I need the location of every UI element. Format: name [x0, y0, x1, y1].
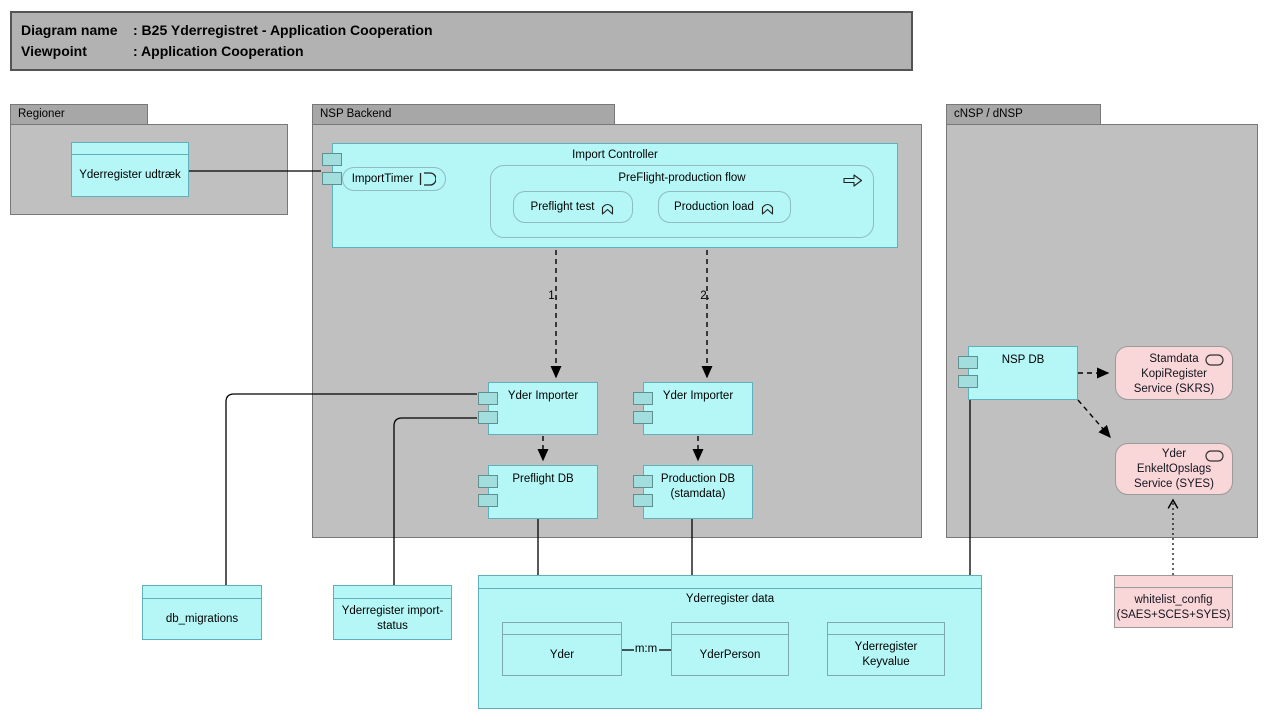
component-icon	[958, 375, 978, 388]
node-syes-service[interactable]: Yder EnkeltOpslags Service (SYES)	[1115, 443, 1233, 495]
node-db-migrations[interactable]: db_migrations	[142, 585, 262, 640]
node-whitelist-config[interactable]: whitelist_config (SAES+SCES+SYES)	[1114, 575, 1233, 628]
syes-label-line1: Yder	[1161, 448, 1187, 460]
node-yderregister-import-status[interactable]: Yderregister import- status	[333, 585, 452, 640]
yderregister-udtraek-label: Yderregister udtræk	[79, 169, 181, 181]
group-tab-nsp-backend[interactable]: NSP Backend	[312, 104, 615, 124]
service-icon	[1205, 354, 1224, 366]
node-nsp-db[interactable]: NSP DB	[958, 346, 1078, 400]
preflight-db-label: Preflight DB	[512, 473, 574, 485]
node-yder-importer-left[interactable]: Yder Importer	[478, 382, 598, 435]
node-yderperson-table[interactable]: YderPerson	[671, 622, 789, 676]
connector-db-migrations-to-yder-importer	[225, 393, 477, 585]
function-icon	[602, 203, 614, 215]
title-viewpoint-label: Viewpoint	[21, 43, 87, 59]
skrs-label-line3: Service (SKRS)	[1133, 383, 1215, 395]
db-migrations-header-compartment	[143, 586, 261, 599]
component-icon	[478, 392, 498, 405]
function-icon	[761, 203, 774, 215]
import-timer-label: ImportTimer	[351, 173, 414, 185]
connector-import-status-to-yder-importer	[393, 417, 477, 585]
skrs-label-line1: Stamdata	[1149, 353, 1199, 365]
component-icon	[478, 411, 498, 424]
keyvalue-header-compartment	[828, 623, 944, 635]
group-tab-cnsp-dnsp[interactable]: cNSP / dNSP	[946, 104, 1101, 124]
node-yderregister-udtraek[interactable]: Yderregister udtræk	[71, 142, 189, 197]
component-icon	[322, 153, 342, 166]
component-icon	[633, 392, 653, 405]
component-icon	[322, 172, 342, 185]
yderregister-data-header-compartment	[479, 576, 981, 589]
component-icon	[478, 475, 498, 488]
keyvalue-label-line2: Keyvalue	[862, 656, 910, 668]
import-status-label-line2: status	[377, 620, 408, 632]
skrs-label-line2: KopiRegister	[1141, 368, 1207, 380]
node-import-timer[interactable]: ImportTimer	[342, 167, 446, 191]
production-load-label: Production load	[674, 201, 754, 213]
syes-label-line2: EnkeltOpslags	[1136, 463, 1212, 475]
component-icon	[633, 411, 653, 424]
edge-label-step-2: 2.	[700, 290, 710, 302]
node-preflight-test[interactable]: Preflight test	[513, 191, 633, 223]
title-diagram-name-label: Diagram name	[21, 22, 118, 38]
node-preflight-db[interactable]: Preflight DB	[478, 465, 598, 519]
node-production-load[interactable]: Production load	[658, 191, 791, 223]
component-icon	[633, 475, 653, 488]
production-db-label-line2: (stamdata)	[670, 488, 726, 500]
service-icon	[1205, 450, 1224, 462]
db-migrations-label: db_migrations	[165, 612, 239, 625]
connector-nsp-db-to-syes	[1077, 399, 1111, 439]
import-status-label-line1: Yderregister import-	[341, 605, 444, 617]
component-icon	[478, 494, 498, 507]
keyvalue-label-line1: Yderregister	[854, 641, 918, 653]
whitelist-config-label-line2: (SAES+SCES+SYES)	[1116, 608, 1231, 621]
node-production-db[interactable]: Production DB (stamdata)	[633, 465, 753, 519]
component-icon	[958, 356, 978, 369]
syes-label-line3: Service (SYES)	[1134, 478, 1214, 490]
yder-label: Yder	[549, 648, 575, 661]
import-status-header-compartment	[334, 586, 451, 599]
yderperson-header-compartment	[672, 623, 788, 635]
yder-importer-right-label: Yder Importer	[662, 390, 734, 402]
component-icon	[633, 494, 653, 507]
node-yder-table[interactable]: Yder	[502, 622, 622, 676]
preflight-production-flow-label: PreFlight-production flow	[618, 172, 746, 184]
node-yderregister-keyvalue-table[interactable]: Yderregister Keyvalue	[827, 622, 945, 676]
title-box: Diagram name : B25 Yderregistret - Appli…	[10, 11, 913, 71]
yderregister-data-label: Yderregister data	[685, 593, 775, 605]
title-viewpoint-value: : Application Cooperation	[133, 43, 304, 59]
title-row-diagram-name: Diagram name : B25 Yderregistret - Appli…	[21, 20, 902, 41]
title-diagram-name-value: : B25 Yderregistret - Application Cooper…	[133, 22, 433, 38]
yderperson-label: YderPerson	[699, 648, 761, 661]
nsp-db-label: NSP DB	[1001, 354, 1045, 366]
yder-importer-left-label: Yder Importer	[507, 390, 579, 402]
group-tab-regioner[interactable]: Regioner	[10, 104, 148, 124]
node-yder-importer-right[interactable]: Yder Importer	[633, 382, 753, 435]
preflight-test-label: Preflight test	[530, 201, 595, 213]
whitelist-config-header-compartment	[1115, 576, 1232, 588]
process-arrow-icon	[843, 174, 863, 187]
yder-header-compartment	[503, 623, 621, 635]
title-row-viewpoint: Viewpoint : Application Cooperation	[21, 41, 902, 62]
node-skrs-service[interactable]: Stamdata KopiRegister Service (SKRS)	[1115, 346, 1233, 400]
event-icon	[420, 172, 437, 186]
edge-label-step-1: 1.	[548, 290, 558, 302]
yderregister-udtraek-header-compartment	[72, 143, 188, 155]
edge-label-mm: m:m	[634, 643, 658, 655]
whitelist-config-label-line1: whitelist_config	[1134, 593, 1213, 606]
production-db-label-line1: Production DB	[660, 473, 736, 485]
import-controller-label: Import Controller	[572, 149, 658, 161]
